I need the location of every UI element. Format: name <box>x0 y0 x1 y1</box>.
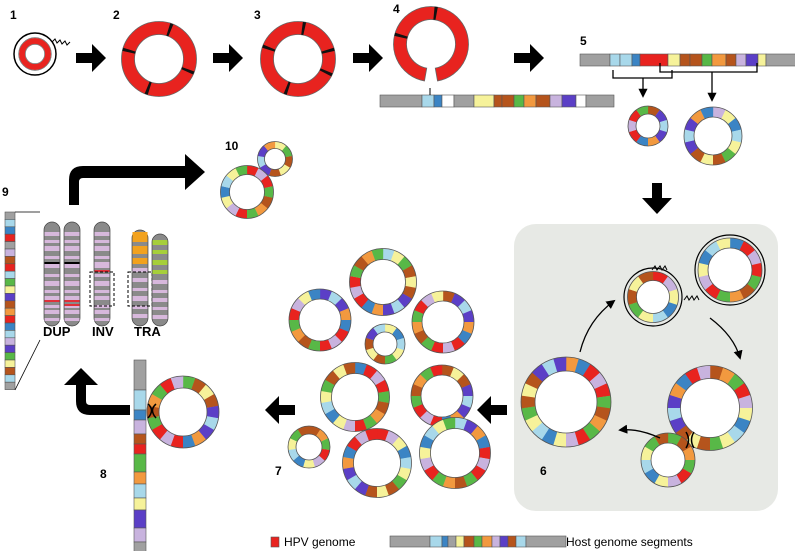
arrow-left-icon <box>477 396 507 424</box>
legend: HPV genome Host genome segments <box>270 535 693 549</box>
step7-ring-1 <box>349 248 417 316</box>
step5-integrated-bar <box>579 53 795 67</box>
step6-ring-right <box>667 365 753 451</box>
step10-large-ring <box>220 165 274 219</box>
step-label-5: 5 <box>580 34 587 48</box>
step7-ring-4 <box>364 323 406 365</box>
chromosome-dup-2 <box>63 221 81 327</box>
step1-hpv-episome <box>13 32 71 76</box>
step6-replicating-ring <box>627 271 679 323</box>
legend-host-bar <box>389 535 567 548</box>
transcription-squiggle-icon <box>51 38 71 46</box>
chromosome-inv <box>89 221 115 327</box>
legend-host-label: Host genome segments <box>566 535 693 549</box>
arrow-down-icon <box>642 183 672 214</box>
step7-ring-3 <box>411 290 475 354</box>
generated-content <box>4 6 795 551</box>
step7-ring-8 <box>342 428 412 498</box>
step-label-8: 8 <box>100 467 107 481</box>
chromosome-tra-1 <box>127 229 153 327</box>
chromosome-tra-2 <box>151 233 169 327</box>
legend-hpv-label: HPV genome <box>284 535 356 549</box>
step8-integrated-column <box>133 359 147 551</box>
label-dup: DUP <box>43 324 71 339</box>
arrows <box>64 44 672 424</box>
step-label-6: 6 <box>540 464 547 478</box>
step8-ring <box>146 375 220 449</box>
label-inv: INV <box>92 324 114 339</box>
step-labels: 1 2 3 4 5 6 7 8 9 10 <box>2 2 587 481</box>
crossover-icon <box>685 431 695 449</box>
step2-hpv-circle <box>121 21 197 97</box>
step7-ring-2 <box>288 288 352 352</box>
step10-small-ring <box>257 141 293 177</box>
step-label-7: 7 <box>275 464 282 478</box>
chromosome-dup-1 <box>43 221 61 327</box>
step7-ring-6 <box>410 364 474 428</box>
step5-excision-brackets <box>612 63 758 102</box>
legend-hpv-swatch <box>270 536 280 548</box>
step5-small-excised-ring <box>627 105 669 147</box>
step3-hpv-circle <box>260 21 336 97</box>
step-label-9: 9 <box>2 185 9 199</box>
arrow-left-icon <box>265 396 295 424</box>
label-tra: TRA <box>134 324 161 339</box>
step7-ring-7 <box>287 425 331 469</box>
arrow-right-icon <box>76 44 106 72</box>
step-label-2: 2 <box>113 8 120 22</box>
replication-loop <box>694 234 766 306</box>
step-label-1: 1 <box>10 8 17 22</box>
step5-large-excised-ring <box>683 106 743 166</box>
arrow-right-icon <box>514 44 544 72</box>
zoom-lines <box>14 211 41 391</box>
step7-ring-9 <box>419 417 491 489</box>
step-label-3: 3 <box>254 8 261 22</box>
cycle-arrows <box>429 88 743 439</box>
arrow-curved-icon <box>69 154 205 205</box>
step-label-4: 4 <box>393 2 400 16</box>
step9-integrated-column <box>4 211 16 390</box>
transcription-squiggle-icon <box>651 265 668 271</box>
step4-integrated-bar <box>379 94 615 108</box>
arrow-right-icon <box>353 44 383 72</box>
transcription-squiggle-icon <box>683 295 700 301</box>
crossover-icon <box>147 403 157 419</box>
step-label-10: 10 <box>225 139 239 153</box>
step7-ring-5 <box>320 362 390 432</box>
step6-ring-left <box>520 356 612 448</box>
step6-replicating-ring-large <box>697 237 763 303</box>
step4-hpv-circle-linearized <box>393 6 469 82</box>
step6-ring-bottom <box>640 432 696 488</box>
arrow-right-icon <box>213 44 243 72</box>
arrow-curved-icon <box>64 368 130 415</box>
